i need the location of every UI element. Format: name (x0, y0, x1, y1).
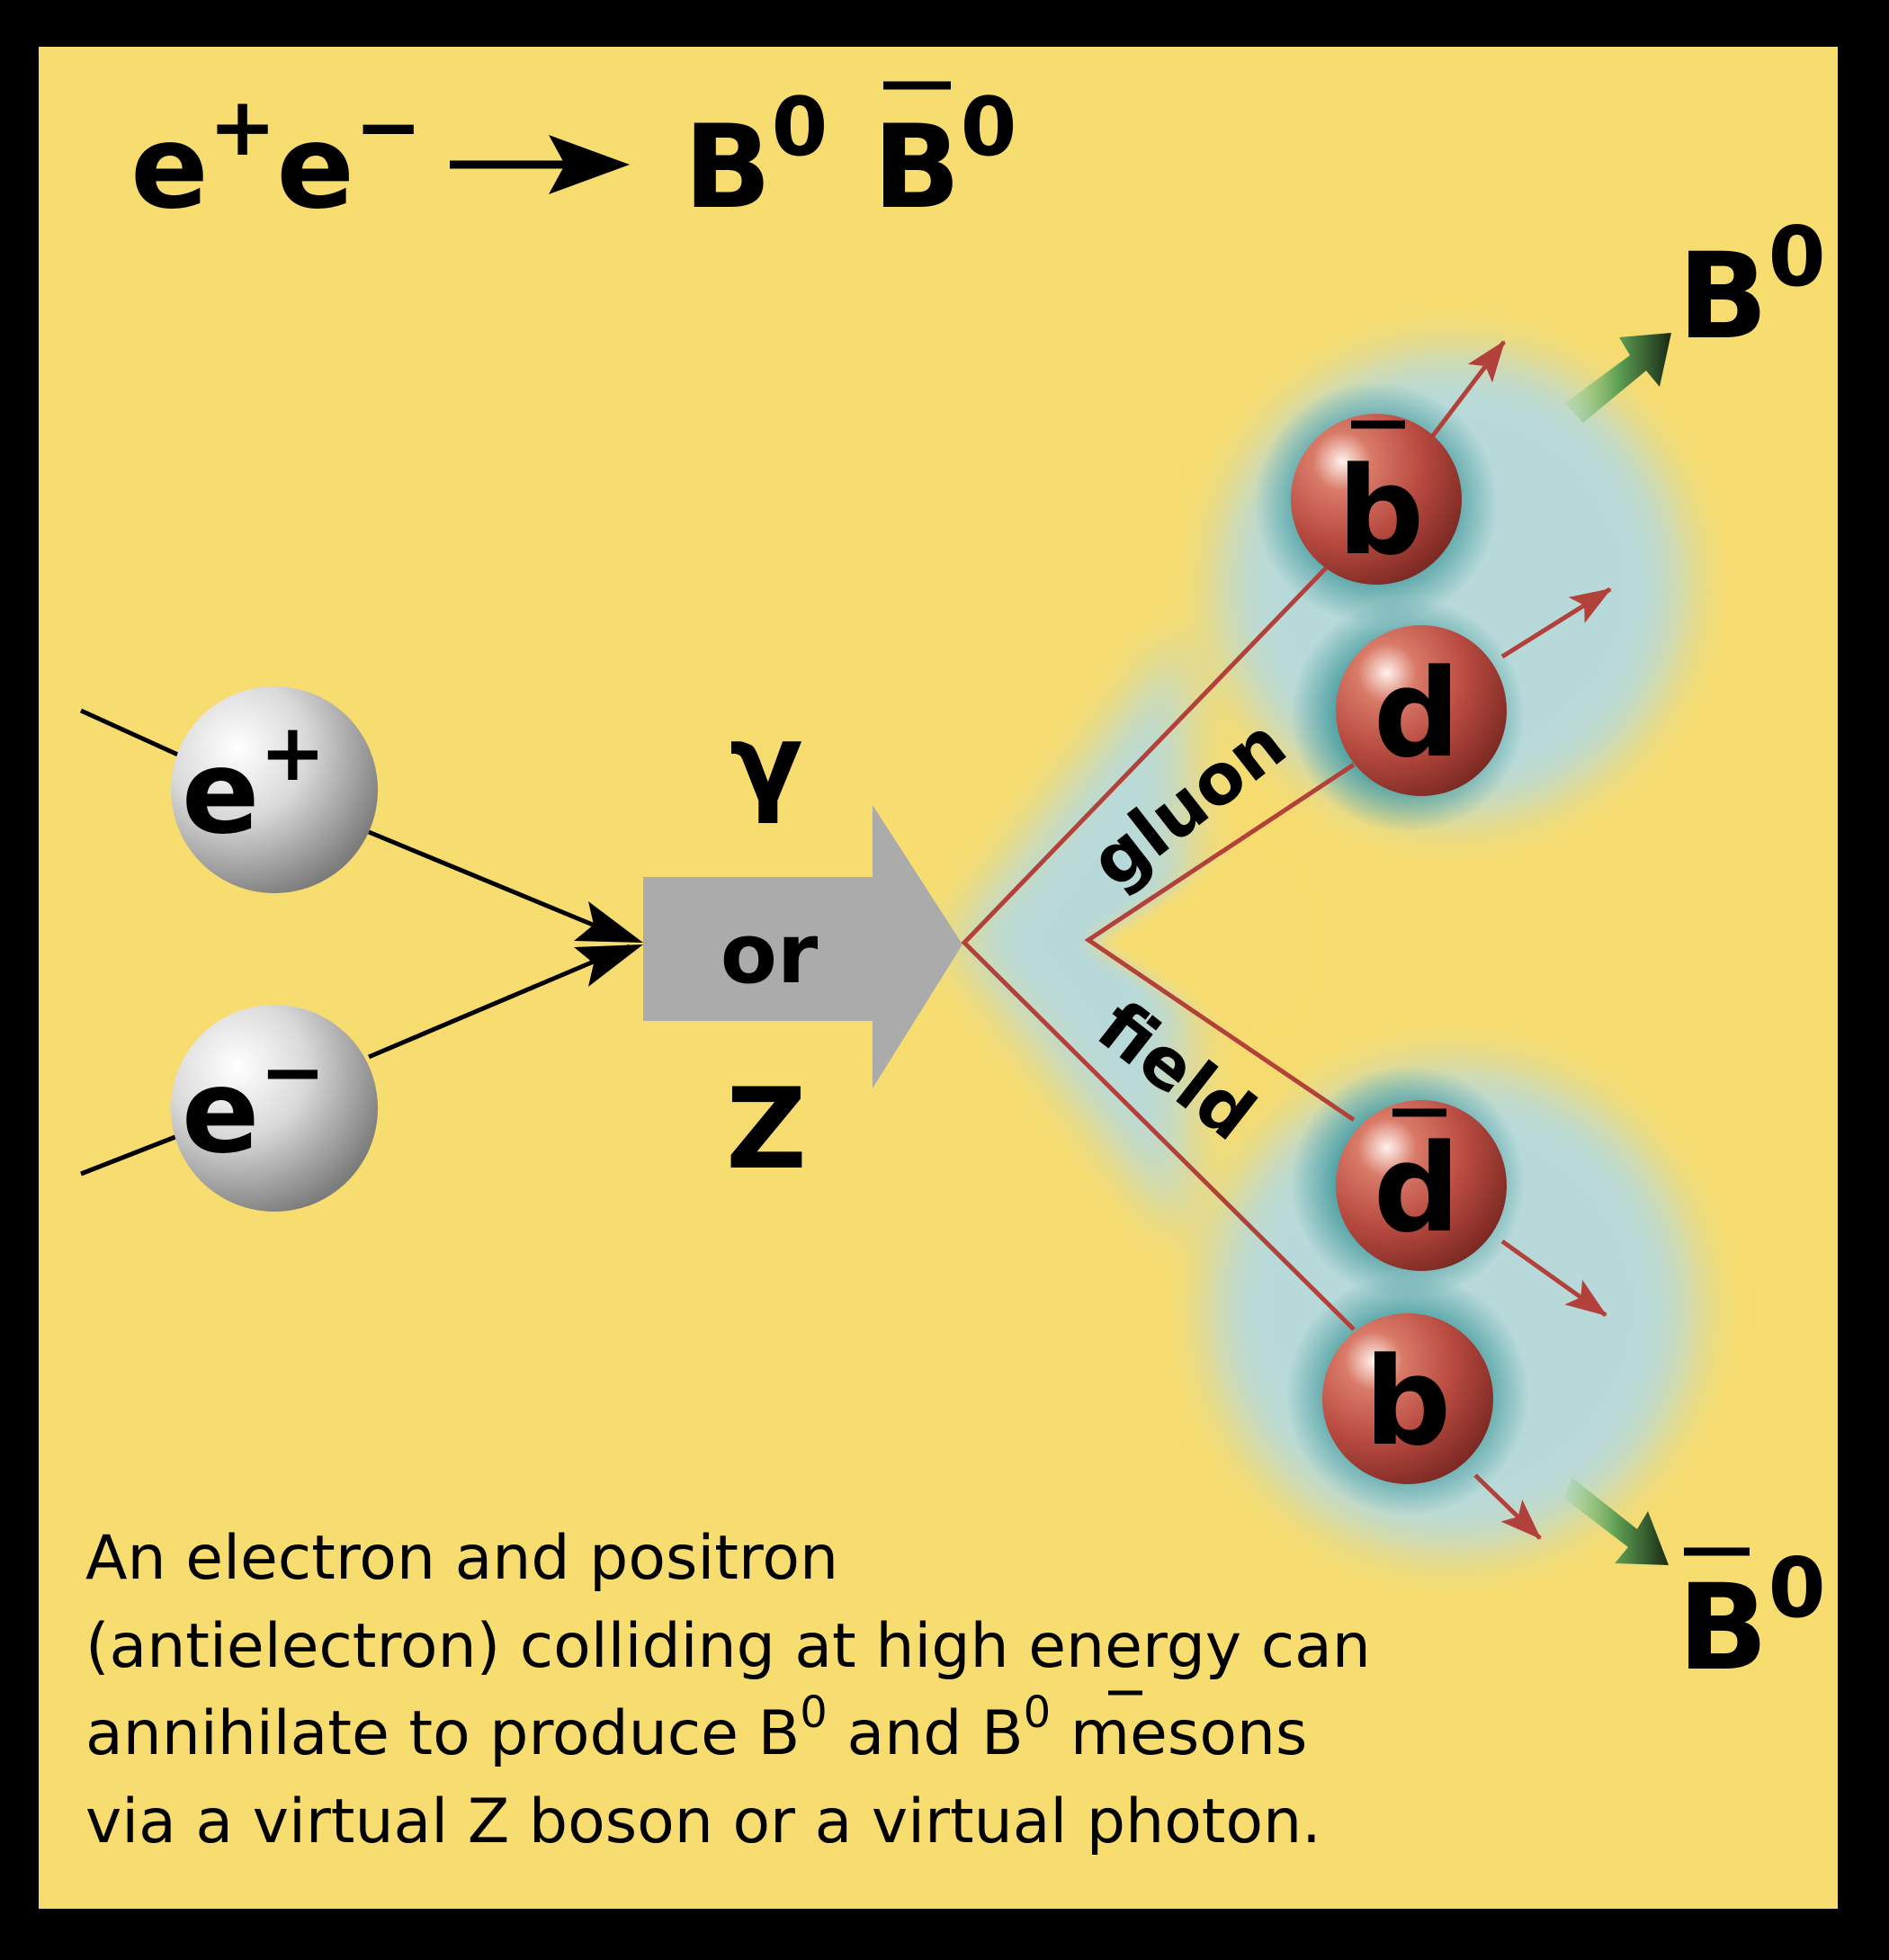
caption-line-1: An electron and positron (85, 1523, 838, 1594)
meson-b0bar-arrow (1563, 1478, 1669, 1565)
equation-lhs-base2: e (276, 101, 354, 235)
electron-label: e− (182, 1025, 327, 1179)
electron-line-in (80, 1132, 181, 1177)
caption-line-3-sup2: 0 (1024, 1687, 1052, 1738)
electron-ball (171, 1005, 378, 1212)
field-notch (1088, 858, 1304, 1025)
positron-label: e+ (182, 706, 327, 860)
electron-arrowhead (574, 944, 643, 987)
quark-d-label: d (1374, 643, 1461, 784)
meson-b0bar-sup: 0 (1768, 1540, 1826, 1636)
meson-b0-label: B0 (1678, 209, 1826, 366)
meson-b0bar-base: B (1678, 1559, 1768, 1697)
gluon-field-lines (961, 551, 1356, 1331)
quark-momentum-arrows (1424, 340, 1612, 1540)
equation-rhs-base2: B (873, 101, 961, 235)
equation-lhs-sup2: − (354, 80, 422, 175)
boson-z-label: Z (726, 1065, 807, 1195)
electron-base: e (182, 1045, 260, 1179)
electron-sup: − (260, 1025, 327, 1118)
equation-rhs-sup2: 0 (961, 80, 1017, 175)
caption-line-3: annihilate to produce B0 and B0 mesons (85, 1687, 1307, 1769)
positron-line-in (79, 708, 182, 758)
caption-line-3-c: mesons (1051, 1698, 1307, 1769)
meson-b0-sup: 0 (1768, 209, 1826, 305)
positron-arrowhead (574, 901, 643, 943)
caption-line-4: via a virtual Z boson or a virtual photo… (85, 1786, 1321, 1857)
caption-line-3-sup1: 0 (800, 1687, 828, 1738)
quark-b-bar-ball (1291, 414, 1462, 585)
meson-b0-base: B (1678, 228, 1768, 366)
caption-line-2: (antielectron) colliding at high energy … (85, 1611, 1371, 1682)
equation-lhs-base1: e (130, 101, 209, 235)
caption-line-3-b: and B (828, 1698, 1024, 1769)
equation-title: e+e− (130, 80, 422, 235)
quark-b-label: b (1365, 1331, 1452, 1472)
equation-arrow-head (549, 135, 630, 194)
positron-sup: + (260, 706, 327, 799)
quark-b-bar-label: b (1338, 441, 1425, 582)
meson-b0-arrow (1565, 333, 1671, 423)
positron-base: e (182, 726, 260, 860)
boson-arrow (643, 805, 962, 1088)
boson-or-label: or (721, 906, 819, 1002)
caption: An electron and positron (antielectron) … (85, 1523, 1371, 1857)
electron-line-out (368, 944, 631, 1060)
quark-d-bar-label: d (1374, 1118, 1461, 1259)
caption-line-3-a: annihilate to produce B (85, 1698, 800, 1769)
positron-line-out (368, 829, 631, 943)
boson-photon-label: γ (730, 702, 803, 827)
quark-b-ball (1322, 1313, 1493, 1484)
positron-ball (171, 686, 378, 893)
quark-d-ball (1336, 625, 1507, 796)
meson-b0bar-label: B0 (1678, 1540, 1826, 1697)
equation-lhs-sup1: + (209, 80, 276, 175)
equation-rhs-sup1: 0 (772, 80, 828, 175)
quark-d-bar-ball (1336, 1100, 1507, 1271)
equation-rhs-base1: B (684, 101, 772, 235)
